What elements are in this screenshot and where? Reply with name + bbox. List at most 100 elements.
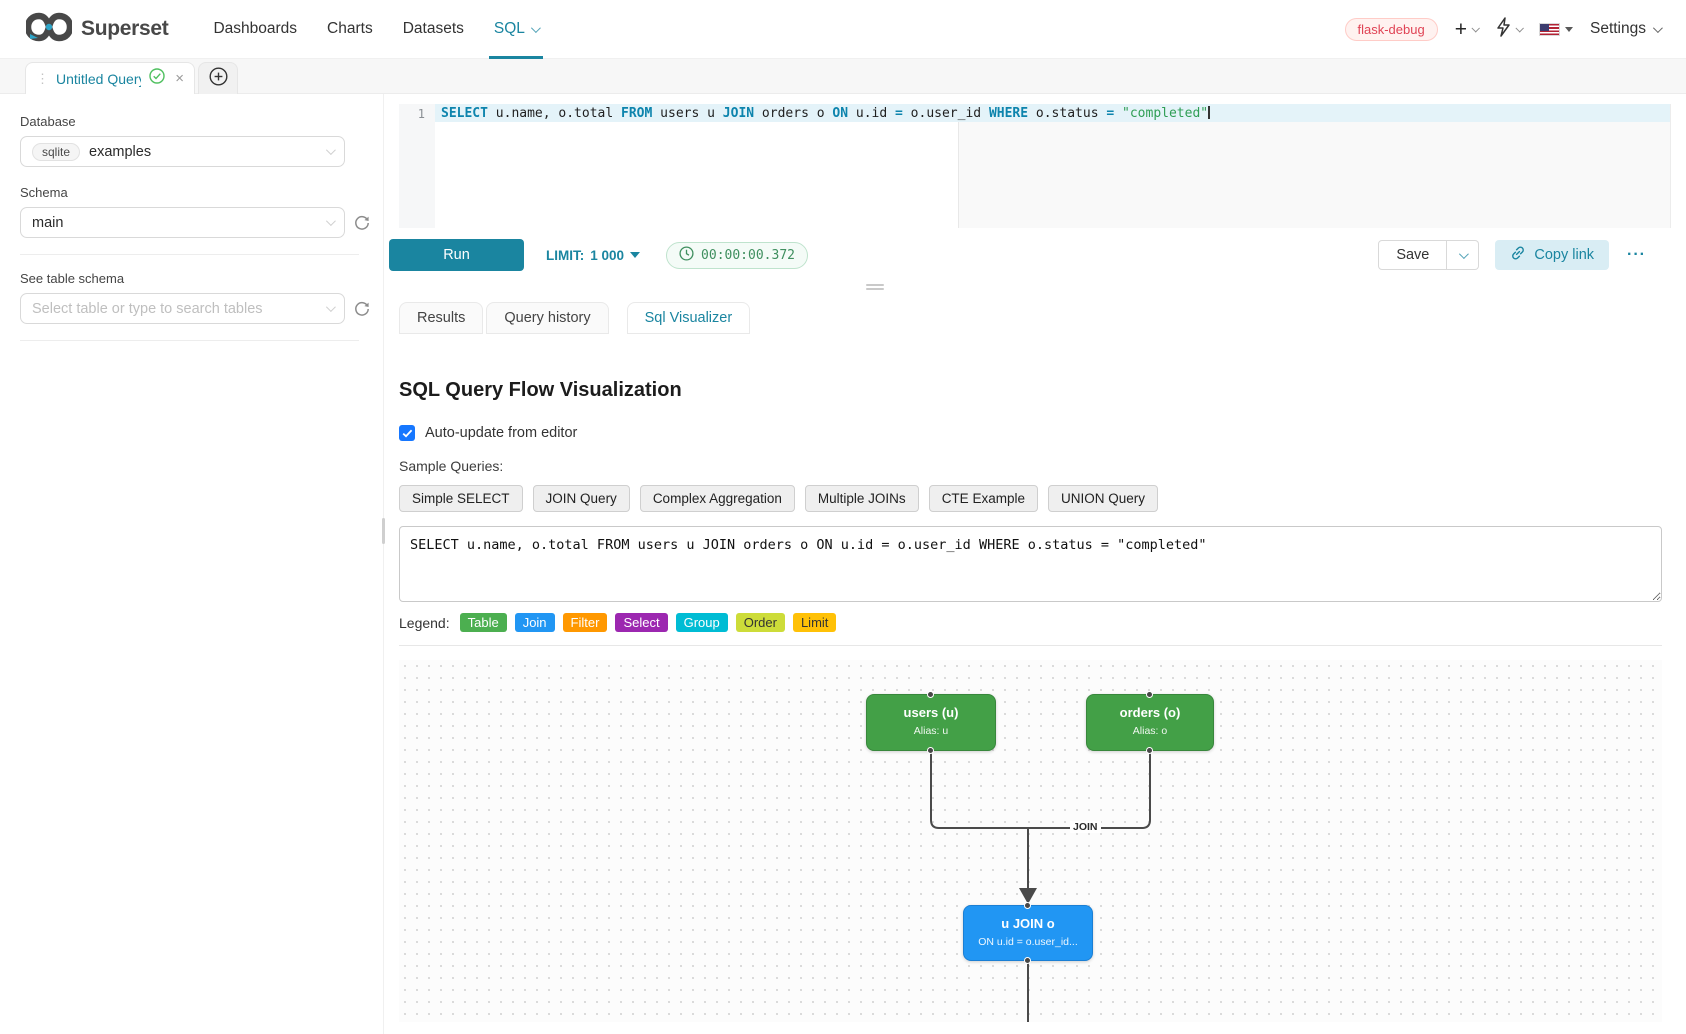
nav-datasets[interactable]: Datasets <box>402 20 464 37</box>
lightning-icon <box>1495 16 1511 42</box>
sql-code-line[interactable]: SELECT u.name, o.total FROM users u JOIN… <box>441 105 1210 122</box>
chevron-down-icon <box>325 302 336 313</box>
legend-chip-limit: Limit <box>792 613 837 632</box>
visualizer-sql-input[interactable]: SELECT u.name, o.total FROM users u JOIN… <box>399 526 1662 602</box>
node-subtitle: Alias: o <box>1132 725 1168 737</box>
chevron-down-icon <box>1652 22 1663 33</box>
caret-down-icon <box>630 252 641 258</box>
editor-toolbar: Run LIMIT: 1 000 00:00:00.372 Save <box>387 239 1672 271</box>
database-label: Database <box>20 114 76 129</box>
auto-update-checkbox-row[interactable]: Auto-update from editor <box>399 425 577 441</box>
legend-label: Legend: <box>399 614 450 631</box>
result-tabs: Results Query history Sql Visualizer <box>399 302 1672 334</box>
schema-value: main <box>32 214 64 231</box>
limit-dropdown[interactable]: LIMIT: 1 000 <box>546 248 641 263</box>
legend-chip-filter: Filter <box>562 613 608 632</box>
refresh-schemas-icon[interactable] <box>354 215 370 231</box>
sql-token: = <box>895 106 903 121</box>
legend-chip-join: Join <box>514 613 555 632</box>
sql-editor[interactable]: 1 SELECT u.name, o.total FROM users u JO… <box>399 104 1671 228</box>
superset-infinity-icon <box>24 12 74 47</box>
legend-chip-select: Select <box>615 613 668 632</box>
sample-cte-example-button[interactable]: CTE Example <box>928 485 1038 512</box>
superset-logo[interactable]: Superset <box>24 12 169 47</box>
content-divider <box>399 645 1662 646</box>
close-tab-icon[interactable]: × <box>175 70 184 87</box>
node-handle[interactable] <box>927 747 934 754</box>
sample-complex-aggregation-button[interactable]: Complex Aggregation <box>639 485 795 512</box>
copy-link-button[interactable]: Copy link <box>1495 240 1610 270</box>
sample-query-buttons: Simple SELECT JOIN Query Complex Aggrega… <box>399 485 1672 512</box>
nav-charts[interactable]: Charts <box>327 20 373 37</box>
chevron-down-icon <box>1515 24 1524 33</box>
text-cursor <box>1208 106 1210 119</box>
sql-token: ON <box>832 106 849 121</box>
nav-dashboards[interactable]: Dashboards <box>213 20 298 37</box>
flow-canvas[interactable]: JOIN users (u) Alias: u orders (o) Alias… <box>399 660 1662 1022</box>
sash-grip[interactable] <box>382 518 385 544</box>
node-handle[interactable] <box>1024 902 1031 909</box>
sql-token: JOIN <box>722 106 755 121</box>
language-picker[interactable] <box>1538 22 1573 36</box>
new-query-tab-button[interactable] <box>198 62 238 94</box>
settings-menu[interactable]: Settings <box>1590 20 1663 38</box>
sample-union-query-button[interactable]: UNION Query <box>1047 485 1158 512</box>
node-handle[interactable] <box>1024 957 1031 964</box>
schema-label: Schema <box>20 185 68 200</box>
sample-simple-select-button[interactable]: Simple SELECT <box>399 485 523 512</box>
table-schema-label: See table schema <box>20 271 125 286</box>
new-item-menu[interactable]: + <box>1455 19 1480 40</box>
navbar-right: flask-debug + Settings <box>1344 16 1663 42</box>
chevron-down-icon <box>325 216 336 227</box>
plus-circle-icon <box>208 66 228 91</box>
query-search-menu[interactable] <box>1495 16 1524 42</box>
drag-handle-icon[interactable]: ⋮ <box>36 71 49 86</box>
flow-node-join[interactable]: u JOIN o ON u.id = o.user_id... <box>963 905 1093 961</box>
table-select[interactable]: Select table or type to search tables <box>20 293 345 324</box>
sample-join-query-button[interactable]: JOIN Query <box>532 485 630 512</box>
main-nav: Dashboards Charts Datasets SQL <box>198 0 552 59</box>
chevron-down-icon <box>325 145 336 156</box>
active-line-highlight <box>435 104 1670 122</box>
sql-token <box>1114 106 1122 121</box>
sql-token: orders o <box>754 106 833 121</box>
flow-node-users[interactable]: users (u) Alias: u <box>866 694 996 751</box>
auto-update-label: Auto-update from editor <box>425 425 578 441</box>
sql-token: "completed" <box>1122 106 1209 121</box>
tab-query-history[interactable]: Query history <box>486 302 609 334</box>
node-subtitle: Alias: u <box>913 725 949 737</box>
database-select[interactable]: sqlite examples <box>20 136 345 167</box>
checkbox-checked-icon[interactable] <box>399 425 415 441</box>
save-dropdown-button[interactable] <box>1447 240 1480 270</box>
legend-chip-order: Order <box>735 613 785 632</box>
nav-sql[interactable]: SQL <box>479 0 553 59</box>
more-menu-icon[interactable]: ··· <box>1627 246 1646 263</box>
active-nav-underline <box>488 55 543 59</box>
node-handle[interactable] <box>1146 691 1153 698</box>
query-saved-check-icon <box>149 68 165 89</box>
node-handle[interactable] <box>927 691 934 698</box>
sample-multiple-joins-button[interactable]: Multiple JOINs <box>804 485 919 512</box>
schema-select[interactable]: main <box>20 207 345 238</box>
us-flag-icon <box>1538 22 1560 36</box>
tab-sql-visualizer[interactable]: Sql Visualizer <box>626 302 751 334</box>
query-tab-active[interactable]: ⋮ Untitled Query 1 × <box>25 62 195 94</box>
sql-token: = <box>1106 106 1115 121</box>
refresh-tables-icon[interactable] <box>354 301 370 317</box>
flow-node-orders[interactable]: orders (o) Alias: o <box>1086 694 1214 751</box>
page-title: SQL Query Flow Visualization <box>399 379 682 401</box>
tab-results[interactable]: Results <box>399 302 484 334</box>
node-handle[interactable] <box>1146 747 1153 754</box>
sample-queries-label: Sample Queries: <box>399 458 504 474</box>
legend-chip-group: Group <box>675 613 728 632</box>
print-margin-zone <box>958 104 1670 228</box>
chevron-down-icon <box>1459 248 1470 259</box>
run-button[interactable]: Run <box>389 239 524 271</box>
save-button[interactable]: Save <box>1378 240 1448 270</box>
caret-down-icon <box>1564 26 1573 32</box>
flow-edges <box>930 751 1151 1022</box>
south-pane-drag-handle[interactable] <box>387 284 1672 294</box>
node-subtitle: ON u.id = o.user_id... <box>978 936 1078 948</box>
sidebar-resize-sash[interactable] <box>381 94 386 1034</box>
